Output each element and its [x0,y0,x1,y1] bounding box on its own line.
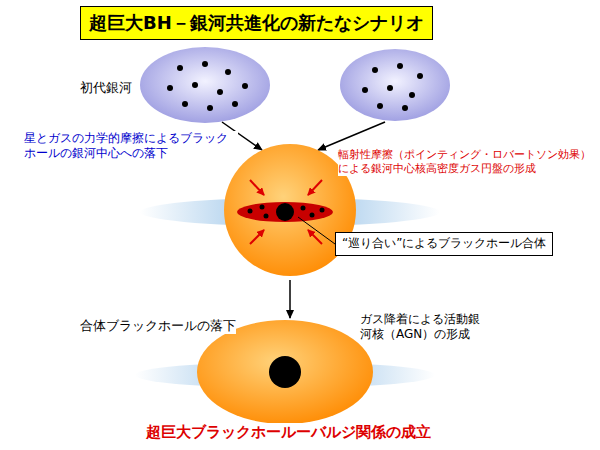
annotation-text: ガス降着による活動銀 河核（AGN）の形成 [360,312,492,342]
stage-arrow [289,280,291,318]
annotation-text: 星とガスの力学的摩擦によるブラック ホールの銀河中心への落下 [24,131,238,161]
galaxy-right [340,49,450,121]
caption-text: 超巨大ブラックホールーバルジ関係の成立 [146,423,431,442]
galaxy-left [140,47,270,123]
label-box: “巡り合い”によるブラックホール合体 [335,232,553,256]
box-text: “巡り合い”によるブラックホール合体 [342,236,546,252]
annotation-text: 初代銀河 [80,80,132,96]
annotation-text: 合体ブラックホールの落下 [80,318,236,334]
fall-arrow [318,122,385,150]
title-box: 超巨大BH－銀河共進化の新たなシナリオ [80,6,433,40]
leader-line [298,217,335,244]
annotation-text: 輻射性摩擦（ポインティング・ロバートソン効果） による銀河中心核高密度ガス円盤の… [338,148,596,176]
